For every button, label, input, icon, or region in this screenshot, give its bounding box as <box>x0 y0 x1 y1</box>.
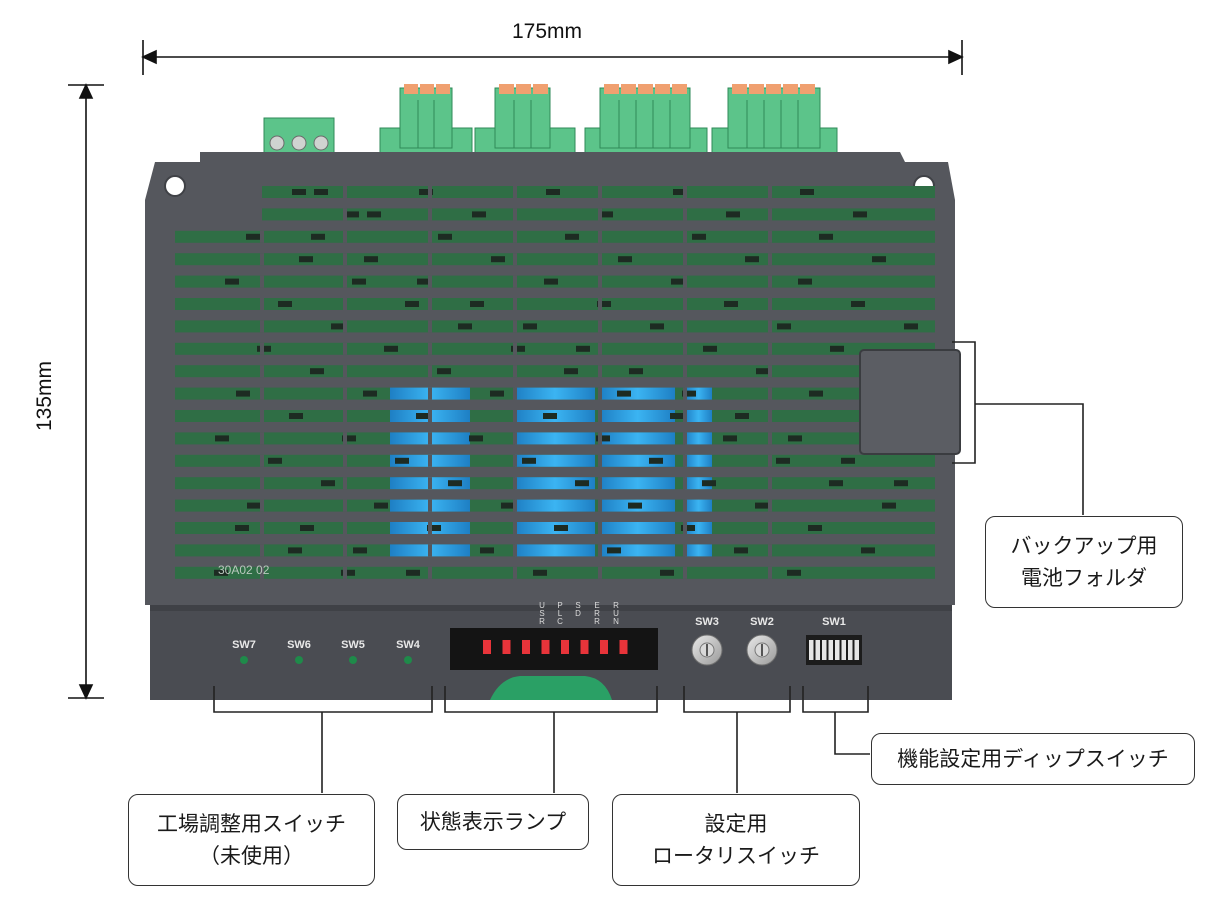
vent-slot <box>175 275 935 288</box>
sw7-label: SW7 <box>232 639 256 651</box>
vent-slot <box>175 454 935 467</box>
terminal-block-small <box>263 117 335 159</box>
dip-lever <box>854 640 859 660</box>
vent-slot <box>175 566 935 579</box>
dip-switch-sw1 <box>806 635 862 665</box>
status-led <box>483 640 491 654</box>
terminal-blocks <box>263 84 838 159</box>
vent-slot <box>175 477 935 490</box>
vent-slot <box>175 544 935 557</box>
ventilation-slots <box>175 186 935 579</box>
callout-battery-line1: バックアップ用 <box>1010 534 1158 558</box>
status-led <box>561 640 569 654</box>
pcb-code-label: 30A02 02 <box>218 563 270 577</box>
terminal-block-1 <box>379 84 473 159</box>
height-dimension-label: 135mm <box>33 360 57 432</box>
housing <box>145 152 955 605</box>
leader-lines <box>213 341 1084 793</box>
callout-status-line1: 状態表示ランプ <box>419 810 567 834</box>
callout-factory-line2: （未使用） <box>199 844 304 868</box>
sw6-label: SW6 <box>287 639 311 651</box>
vent-slot <box>262 208 935 221</box>
callout-status-lamp: 状態表示ランプ <box>397 794 589 850</box>
dip-lever <box>822 640 827 660</box>
status-led <box>600 640 608 654</box>
status-led <box>619 640 628 654</box>
vent-slot <box>175 432 935 445</box>
battery-holder-cover <box>859 349 961 455</box>
width-dimension-line <box>141 40 964 75</box>
terminal-block-4 <box>711 84 838 159</box>
dip-lever <box>841 640 846 660</box>
callout-dip-switch: 機能設定用ディップスイッチ <box>871 733 1195 785</box>
callout-factory-line1: 工場調整用スイッチ <box>157 812 346 836</box>
vent-slot <box>175 342 935 355</box>
switch-sw5 <box>349 656 357 664</box>
callout-battery-holder: バックアップ用 電池フォルダ <box>985 516 1183 608</box>
callout-rotary-line2: ロータリスイッチ <box>652 844 820 868</box>
sw1-label: SW1 <box>822 616 846 628</box>
vent-slot <box>175 522 935 534</box>
height-dimension-line <box>68 83 104 700</box>
callout-battery-line2: 電池フォルダ <box>1021 566 1147 590</box>
terminal-block-3 <box>584 84 708 159</box>
vent-slot <box>175 320 935 333</box>
status-led <box>580 640 589 654</box>
vent-slot <box>262 186 935 198</box>
vent-slot <box>175 230 935 243</box>
status-led <box>502 640 511 654</box>
status-led <box>522 640 530 654</box>
sw3-label: SW3 <box>695 616 719 628</box>
dip-lever <box>828 640 833 660</box>
callout-dip-line1: 機能設定用ディップスイッチ <box>897 747 1169 771</box>
sw5-label: SW5 <box>341 639 365 651</box>
width-dimension-label: 175mm <box>512 20 583 43</box>
vent-slot <box>175 410 935 422</box>
dip-lever <box>835 640 840 660</box>
callout-rotary-line1: 設定用 <box>704 812 768 836</box>
rotary-switch-sw3 <box>691 634 723 666</box>
vent-slot <box>175 499 935 512</box>
terminal-block-2 <box>474 84 576 159</box>
vent-slot <box>175 253 935 266</box>
sw2-label: SW2 <box>750 616 774 628</box>
sw4-label: SW4 <box>396 639 421 651</box>
switch-sw6 <box>295 656 303 664</box>
vent-slot <box>175 387 935 400</box>
switch-sw7 <box>240 656 248 664</box>
callout-rotary-switch: 設定用 ロータリスイッチ <box>612 794 860 886</box>
status-led <box>541 640 550 654</box>
dip-lever <box>848 640 853 660</box>
vent-slot <box>175 298 935 310</box>
rotary-switch-sw2 <box>746 634 778 666</box>
dip-lever <box>809 640 814 660</box>
mount-hole-left <box>164 175 186 197</box>
callout-factory-switch: 工場調整用スイッチ （未使用） <box>128 794 375 886</box>
switch-sw4 <box>404 656 412 664</box>
vent-slot <box>175 365 935 378</box>
dip-lever <box>815 640 820 660</box>
